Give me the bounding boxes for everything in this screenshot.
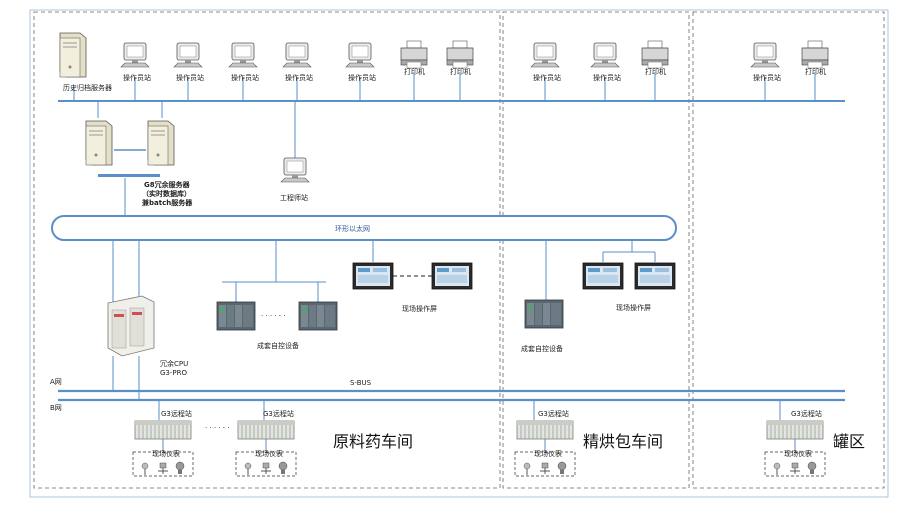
history-server-label: 历史归档服务器 [63,83,112,92]
operator-station-label-1: 操作员站 [123,73,151,82]
printer-label-2: 打印机 [450,67,471,76]
printer-icon-4 [801,40,829,69]
instrument-links [162,439,796,452]
field-instrument-label-3: 现场仪表 [534,449,562,458]
redundant-server-icon-2 [147,120,175,166]
printer-icon-2 [446,40,474,69]
top-drops [73,74,816,216]
zone-borders [29,9,889,498]
remote-station-label-3: G3远程站 [538,409,569,418]
remote-io-rack-1 [134,420,192,440]
redundant-cpu-device [107,295,155,357]
field-panel-label-1: 现场操作屏 [402,304,437,313]
zone-title-1: 原料药车间 [333,432,413,451]
controller-label-1: 成套自控设备 [257,341,299,350]
operator-station-label-3: 操作员站 [231,73,259,82]
zone-title-3: 罐区 [833,432,865,451]
sbus-label: S-BUS [350,379,372,387]
operator-station-label-6: 操作员站 [533,73,561,82]
network-b-label: B网 [50,404,62,412]
operator-station-label-2: 操作员站 [176,73,204,82]
remote-station-label-4: G3远程站 [791,409,822,418]
ring-drops [112,240,656,305]
operator-station-icon-8 [750,42,780,68]
field-instrument-label-2: 现场仪表 [255,449,283,458]
field-panel-icon-1a [352,262,394,290]
field-instrument-label-4: 现场仪表 [784,449,812,458]
operator-station-icon-4 [282,42,312,68]
operator-station-label-8: 操作员站 [753,73,781,82]
remote-io-rack-3 [516,420,574,440]
remote-drops [158,400,781,420]
printer-label-1: 打印机 [404,67,425,76]
history-server-icon [59,32,87,78]
operator-station-icon-3 [228,42,258,68]
printer-label-4: 打印机 [805,67,826,76]
server-block-label: G8冗余服务器 （实时数据库） 兼batch服务器 [142,180,193,207]
operator-station-label-4: 操作员站 [285,73,313,82]
field-panel-label-2: 现场操作屏 [616,303,651,312]
operator-station-label-5: 操作员站 [348,73,376,82]
operator-station-label-7: 操作员站 [593,73,621,82]
operator-station-icon-7 [590,42,620,68]
packaged-control-equipment-icon-1b [298,301,338,331]
printer-label-3: 打印机 [645,67,666,76]
network-a-label: A网 [50,378,62,386]
operator-station-icon-1 [120,42,150,68]
cpu-label: 冗余CPU G3-PRO [160,359,190,377]
field-panel-icon-2a [582,262,624,290]
engineer-station-label: 工程师站 [280,193,308,202]
operator-station-icon-6 [530,42,560,68]
zone-title-2: 精烘包车间 [583,432,663,451]
server-pair [85,120,175,177]
ring-ethernet-label: 环形以太网 [335,224,370,233]
redundant-server-icon-1 [85,120,113,166]
ring-ethernet [51,215,677,241]
field-panel-icon-1b [431,262,473,290]
field-instrument-label-1: 现场仪表 [152,449,180,458]
operator-station-icon-2 [173,42,203,68]
controller-dots: · · · · · · [261,312,285,320]
fieldbus-lines [58,356,845,402]
printer-icon-1 [400,40,428,69]
remote-io-rack-4 [766,420,824,440]
engineer-station-icon [280,157,310,183]
remote-io-rack-2 [237,420,295,440]
field-panel-icon-2b [634,262,676,290]
packaged-control-equipment-icon-2 [524,299,564,329]
operator-station-icon-5 [345,42,375,68]
controller-label-2: 成套自控设备 [521,344,563,353]
remote-station-label-2: G3远程站 [263,409,294,418]
remote-dots: · · · · · · [205,424,229,432]
remote-station-label-1: G3远程站 [161,409,192,418]
printer-icon-3 [641,40,669,69]
packaged-control-equipment-icon-1a [216,301,256,331]
